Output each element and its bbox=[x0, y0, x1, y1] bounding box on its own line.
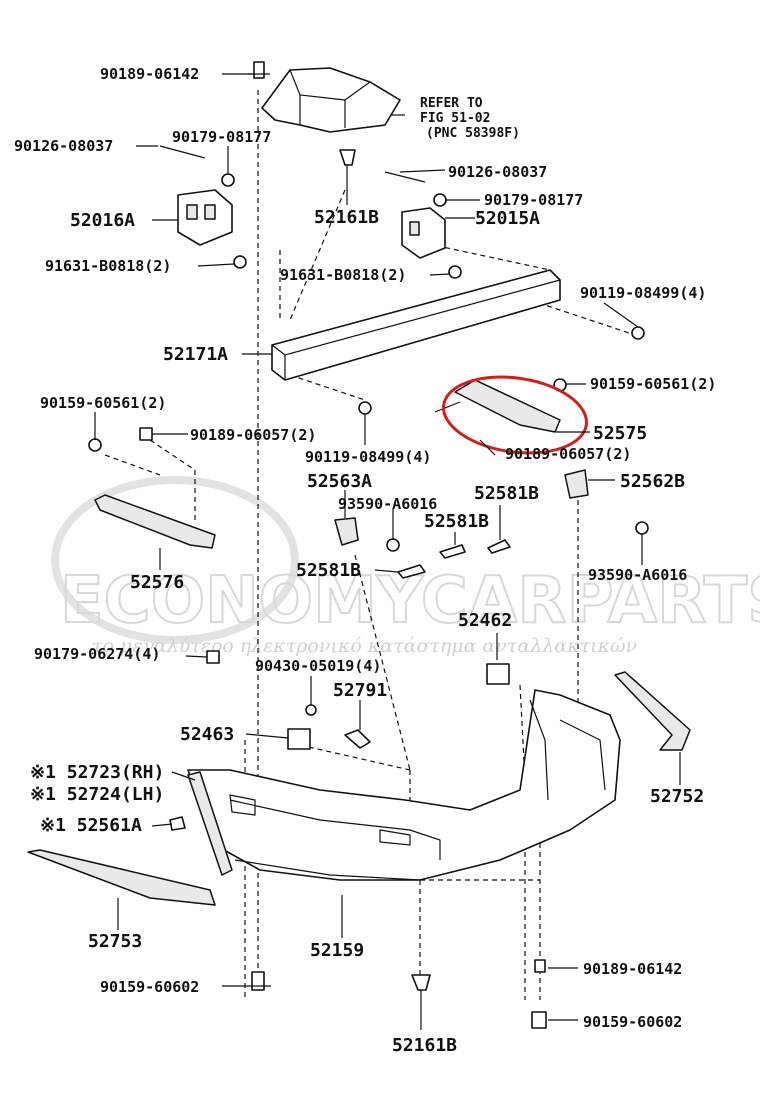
label-52575: 52575 bbox=[593, 423, 647, 444]
label-90119-left: 90119-08499(4) bbox=[305, 448, 431, 466]
bracket-52016A bbox=[177, 189, 233, 246]
label-52562B: 52562B bbox=[620, 471, 685, 492]
label-90159-60561-left: 90159-60561(2) bbox=[40, 394, 166, 412]
label-90159-60561-right: 90159-60561(2) bbox=[590, 375, 716, 393]
clip-52161B-top bbox=[339, 149, 356, 185]
label-93590-left: 93590-A6016 bbox=[338, 495, 437, 513]
label-91631-right: 91631-B0818(2) bbox=[280, 266, 406, 284]
reinforcement-bar-52171A bbox=[271, 269, 561, 381]
label-90179-08177-right: 90179-08177 bbox=[484, 191, 583, 209]
label-90126-08037-right: 90126-08037 bbox=[448, 163, 547, 181]
label-90159-60602-left: 90159-60602 bbox=[100, 978, 199, 996]
label-90119-right: 90119-08499(4) bbox=[580, 284, 706, 302]
label-52159: 52159 bbox=[310, 940, 364, 961]
trim-52752 bbox=[614, 671, 691, 751]
trim-52723-52724 bbox=[187, 771, 233, 876]
part-labels: 90189-06142 90179-08177 90126-08037 9012… bbox=[14, 65, 716, 1056]
label-52161B-bottom: 52161B bbox=[392, 1035, 457, 1056]
reference-note: REFER TO FIG 51-02 (PNC 58398F) bbox=[420, 96, 520, 141]
label-52581B-c: 52581B bbox=[296, 560, 361, 581]
label-52161B-top: 52161B bbox=[314, 207, 379, 228]
label-52563A: 52563A bbox=[307, 471, 372, 492]
label-52561A: ※1 52561A bbox=[40, 815, 142, 836]
retainer-52575 bbox=[434, 378, 567, 433]
block-52462 bbox=[486, 663, 510, 685]
bumper-cover-52159 bbox=[187, 689, 621, 881]
reference-note-line1: REFER TO bbox=[420, 96, 483, 111]
label-52581B-a: 52581B bbox=[474, 483, 539, 504]
label-90179-08177-left: 90179-08177 bbox=[172, 128, 271, 146]
clip-top bbox=[248, 61, 270, 79]
label-90189-06057-left: 90189-06057(2) bbox=[190, 426, 316, 444]
label-90189-06057-right: 90189-06057(2) bbox=[505, 445, 631, 463]
under-cover-part bbox=[261, 67, 401, 133]
label-52581B-b: 52581B bbox=[424, 511, 489, 532]
label-90126-08037-left: 90126-08037 bbox=[14, 137, 113, 155]
highlight-circle bbox=[442, 375, 588, 455]
label-52724: ※1 52724(LH) bbox=[30, 784, 164, 805]
label-90189-06142-top: 90189-06142 bbox=[100, 65, 199, 83]
bolt-left-small bbox=[159, 145, 247, 269]
label-90179-06274: 90179-06274(4) bbox=[34, 645, 160, 663]
label-52753: 52753 bbox=[88, 931, 142, 952]
label-90189-06142-bottom: 90189-06142 bbox=[583, 960, 682, 978]
bottom-fasteners bbox=[245, 959, 547, 1029]
pads-52581B bbox=[397, 539, 511, 579]
label-52752: 52752 bbox=[650, 786, 704, 807]
clip-52561A bbox=[169, 816, 186, 831]
label-52015A: 52015A bbox=[475, 208, 540, 229]
reference-note-line2: FIG 51-02 bbox=[420, 111, 490, 126]
bracket-52562B bbox=[564, 469, 649, 535]
label-90159-60602-right: 90159-60602 bbox=[583, 1013, 682, 1031]
guide-lines bbox=[104, 90, 636, 1000]
label-52171A: 52171A bbox=[163, 344, 228, 365]
bolt-90119 bbox=[358, 326, 645, 415]
label-93590-right: 93590-A6016 bbox=[588, 566, 687, 584]
watermark-tagline: το μεγαλύτερο ηλεκτρονικό κατάστημα αντα… bbox=[92, 635, 638, 657]
reference-note-line3: (PNC 58398F) bbox=[426, 126, 520, 141]
block-52463 bbox=[287, 728, 311, 750]
label-52576: 52576 bbox=[130, 572, 184, 593]
label-52463: 52463 bbox=[180, 724, 234, 745]
label-52791: 52791 bbox=[333, 680, 387, 701]
label-52723: ※1 52723(RH) bbox=[30, 762, 164, 783]
bracket-52015A bbox=[401, 207, 446, 259]
trim-52753 bbox=[27, 849, 216, 906]
retainer-52576 bbox=[88, 427, 216, 549]
leader-lines bbox=[94, 73, 681, 1030]
label-52462: 52462 bbox=[458, 610, 512, 631]
label-91631-left: 91631-B0818(2) bbox=[45, 257, 171, 275]
label-52016A: 52016A bbox=[70, 210, 135, 231]
bracket-52563A bbox=[334, 517, 400, 552]
label-90430-05019: 90430-05019(4) bbox=[255, 657, 381, 675]
